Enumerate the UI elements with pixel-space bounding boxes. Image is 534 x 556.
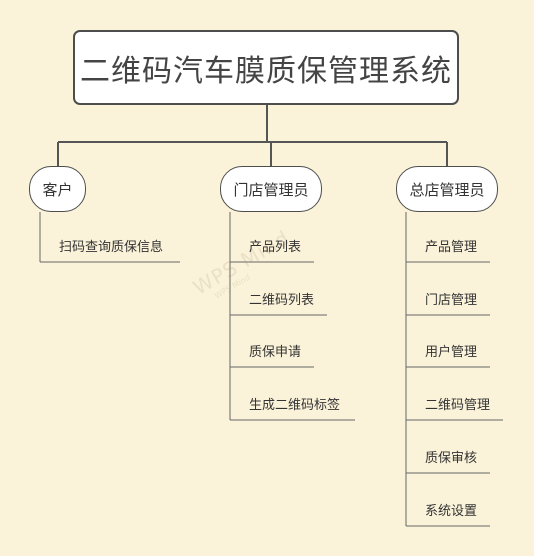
leaf-node-label: 系统设置 <box>425 504 478 519</box>
leaf-node-label: 二维码管理 <box>425 398 491 413</box>
leaf-node-user-mgmt[interactable]: 用户管理 <box>425 345 477 361</box>
leaf-node-label: 二维码列表 <box>249 293 315 308</box>
root-node[interactable]: 二维码汽车膜质保管理系统 <box>73 30 459 105</box>
leaf-node-warranty-review[interactable]: 质保审核 <box>425 451 477 467</box>
role-node-store-admin[interactable]: 门店管理员 <box>220 166 322 212</box>
role-node-customer[interactable]: 客户 <box>29 166 86 212</box>
root-node-title: 二维码汽车膜质保管理系统 <box>80 53 452 89</box>
leaf-node-product-list[interactable]: 产品列表 <box>249 240 301 256</box>
leaf-node-label: 质保审核 <box>425 451 478 466</box>
leaf-node-warranty-apply[interactable]: 质保申请 <box>249 345 301 361</box>
role-node-label: 总店管理员 <box>409 180 485 199</box>
leaf-node-generate-label[interactable]: 生成二维码标签 <box>249 398 340 414</box>
leaf-node-store-mgmt[interactable]: 门店管理 <box>425 293 477 309</box>
leaf-node-label: 产品列表 <box>249 240 302 255</box>
leaf-node-scan-query[interactable]: 扫码查询质保信息 <box>59 240 163 256</box>
leaf-node-label: 生成二维码标签 <box>249 398 341 413</box>
leaf-node-label: 产品管理 <box>425 240 478 255</box>
leaf-node-label: 用户管理 <box>425 345 478 360</box>
leaf-node-label: 门店管理 <box>425 293 478 308</box>
leaf-node-qrcode-mgmt[interactable]: 二维码管理 <box>425 398 490 414</box>
role-node-label: 客户 <box>42 180 73 199</box>
leaf-node-label: 质保申请 <box>249 345 302 360</box>
role-node-label: 门店管理员 <box>233 180 309 199</box>
leaf-node-label: 扫码查询质保信息 <box>59 240 164 255</box>
role-node-hq-admin[interactable]: 总店管理员 <box>396 166 498 212</box>
leaf-node-system-settings[interactable]: 系统设置 <box>425 504 477 520</box>
leaf-node-qrcode-list[interactable]: 二维码列表 <box>249 293 314 309</box>
leaf-node-product-mgmt[interactable]: 产品管理 <box>425 240 477 256</box>
